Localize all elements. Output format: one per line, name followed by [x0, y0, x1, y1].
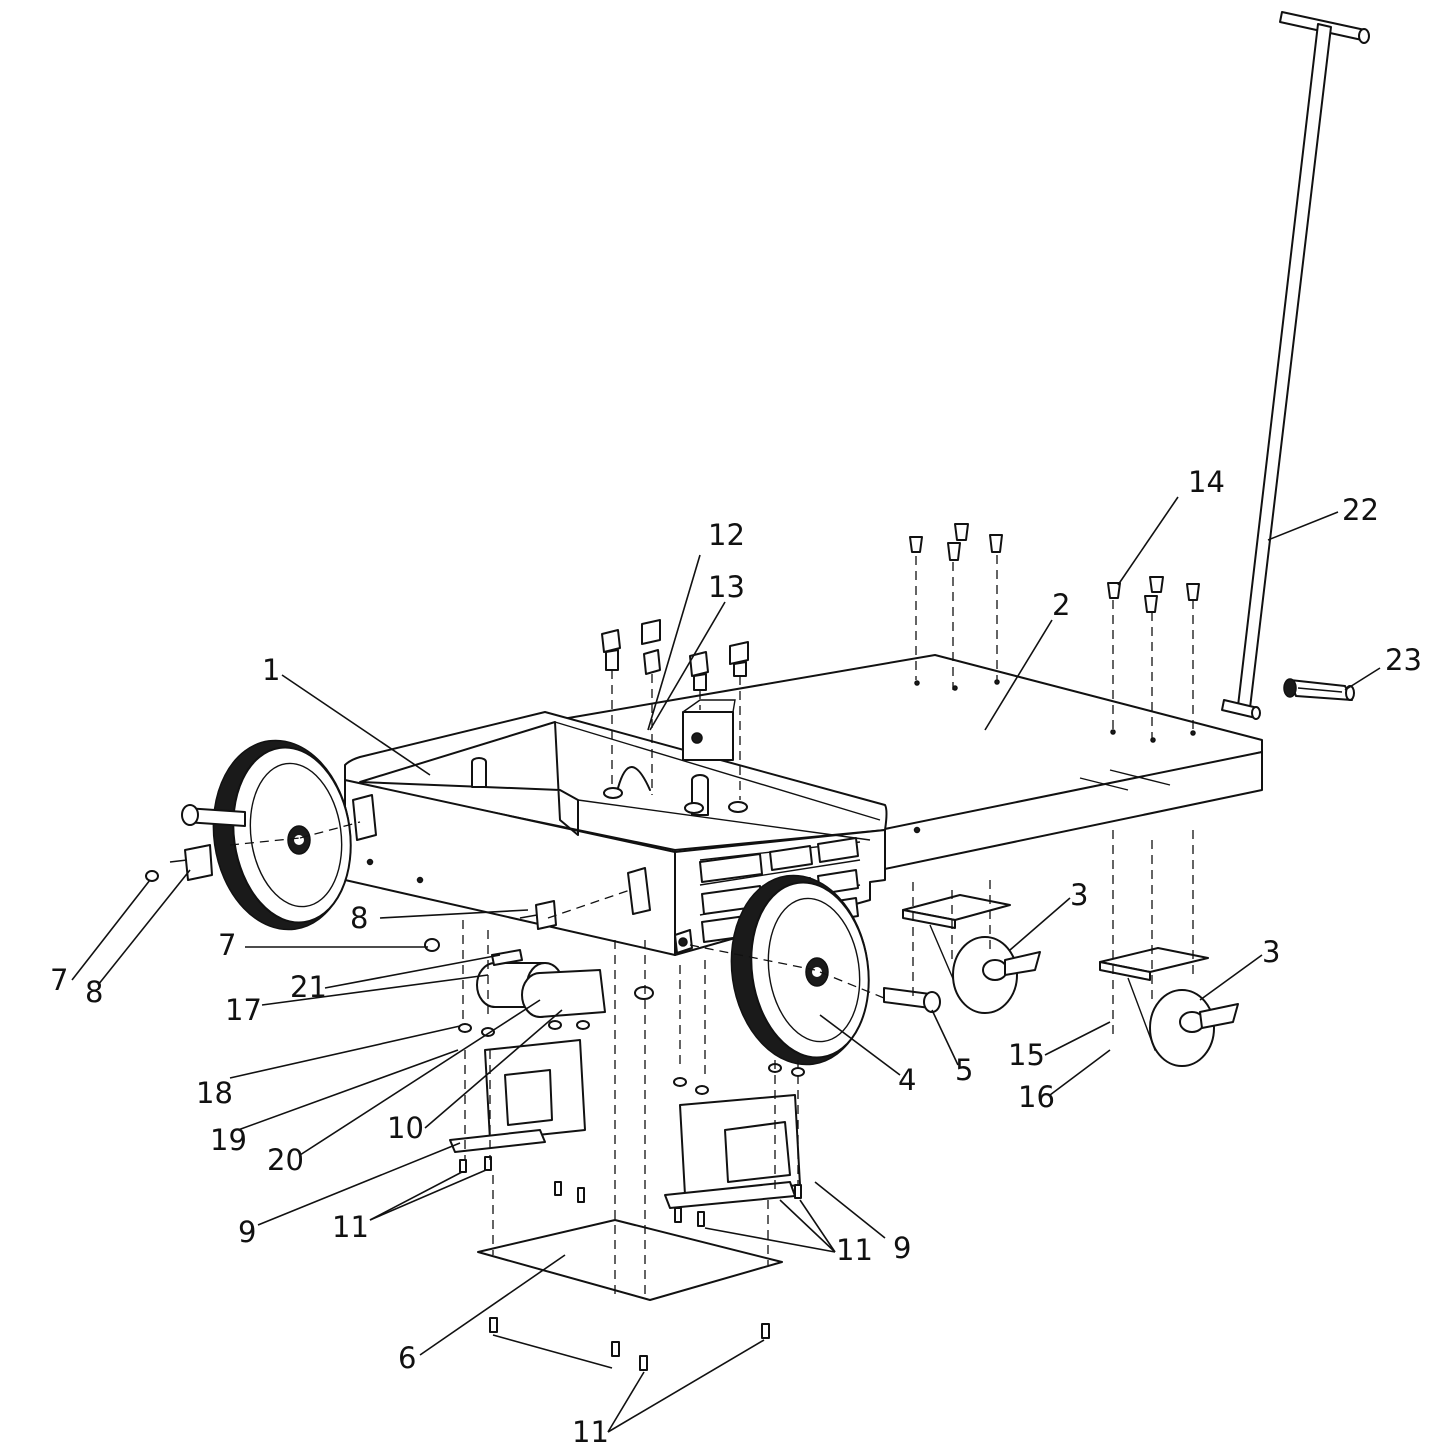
label-6: 6 [398, 1341, 416, 1375]
label-19: 19 [210, 1123, 247, 1157]
label-11a: 11 [332, 1210, 369, 1244]
screws [459, 1156, 802, 1371]
transformer-left [449, 1020, 590, 1153]
nut-6 [634, 986, 654, 1000]
label-1: 1 [262, 653, 280, 687]
label-23: 23 [1385, 643, 1422, 677]
toggle-switch-front [519, 900, 557, 930]
label-22: 22 [1342, 493, 1379, 527]
axle-bolt [883, 987, 941, 1013]
caster-wheel-1 [902, 894, 1041, 1014]
pull-handle [1221, 11, 1370, 720]
label-2: 2 [1052, 588, 1070, 622]
capacitor-assembly [476, 949, 606, 1018]
label-8b: 8 [350, 901, 368, 935]
platform-bolts [909, 523, 1200, 613]
handle-pin [1283, 678, 1355, 701]
caster-wheel-2 [1099, 947, 1239, 1067]
label-7a: 7 [50, 963, 68, 997]
part-labels: 1 2 3 3 4 5 6 7 7 8 8 9 9 10 11 11 11 12… [50, 465, 1422, 1449]
label-12: 12 [708, 518, 745, 552]
toggle-switch-left [145, 844, 213, 882]
label-9a: 9 [238, 1215, 256, 1249]
label-21: 21 [290, 970, 327, 1004]
label-17: 17 [225, 993, 262, 1027]
label-10: 10 [387, 1111, 424, 1145]
transformer-right [664, 1063, 805, 1209]
label-20: 20 [267, 1143, 304, 1177]
label-15: 15 [1008, 1038, 1045, 1072]
label-11b: 11 [836, 1233, 873, 1267]
knob-7 [424, 938, 440, 952]
label-13: 13 [708, 570, 745, 604]
label-14: 14 [1188, 465, 1225, 499]
right-wheel [730, 874, 870, 1066]
platform-tray [544, 654, 1263, 871]
leader-lines [71, 496, 1381, 1433]
label-11c: 11 [572, 1415, 609, 1449]
bottom-cover-plate [477, 1219, 783, 1301]
label-4: 4 [898, 1063, 916, 1097]
label-7b: 7 [218, 928, 236, 962]
hose-fittings [601, 619, 749, 691]
label-9b: 9 [893, 1231, 911, 1265]
assembly-lines [229, 555, 1194, 1300]
label-8a: 8 [85, 975, 103, 1009]
label-18: 18 [196, 1076, 233, 1110]
label-3a: 3 [1070, 878, 1088, 912]
label-16: 16 [1018, 1080, 1055, 1114]
left-wheel [181, 739, 352, 931]
label-5: 5 [955, 1053, 973, 1087]
label-3b: 3 [1262, 935, 1280, 969]
